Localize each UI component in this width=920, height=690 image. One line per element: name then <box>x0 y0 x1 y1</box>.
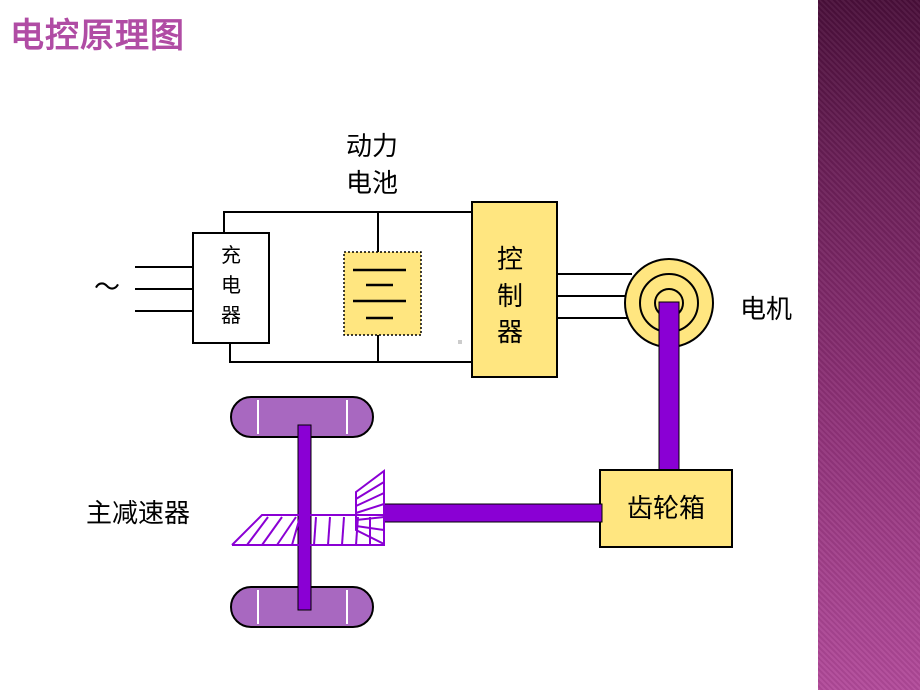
slide-title: 电控原理图 <box>10 16 185 56</box>
controller-label-char-2: 制 <box>497 282 523 312</box>
gearbox-to-final-drive-shaft <box>383 503 603 523</box>
gearbox-block: 齿轮箱 <box>599 469 733 548</box>
battery-label-line1: 动力 <box>346 132 398 162</box>
charger-label-char-1: 充 <box>221 243 241 267</box>
controller-label-char-3: 器 <box>497 318 523 348</box>
battery-label-line2: 电池 <box>346 169 398 199</box>
controller-label-char-1: 控 <box>497 245 523 275</box>
controller-block: 控 制 器 <box>471 201 558 378</box>
control-schematic-diagram: 动力 电池 ～ 充 电 器 <box>86 132 792 628</box>
small-dot-marker <box>458 340 462 344</box>
gearbox-label: 齿轮箱 <box>627 494 705 524</box>
motor-label: 电机 <box>740 295 792 325</box>
wiring <box>135 211 632 363</box>
charger-label-char-3: 器 <box>221 303 241 327</box>
decorative-side-band <box>818 0 920 690</box>
top-wheel <box>230 396 374 438</box>
charger-block: 充 电 器 <box>192 232 270 344</box>
ac-source-symbol: ～ <box>94 273 120 303</box>
wheel-axle <box>297 424 312 611</box>
charger-label-char-2: 电 <box>221 273 241 297</box>
battery-block <box>343 251 422 336</box>
motor-to-gearbox-shaft <box>658 301 680 471</box>
pinion-gear <box>355 469 385 546</box>
final-drive-label: 主减速器 <box>86 499 190 529</box>
